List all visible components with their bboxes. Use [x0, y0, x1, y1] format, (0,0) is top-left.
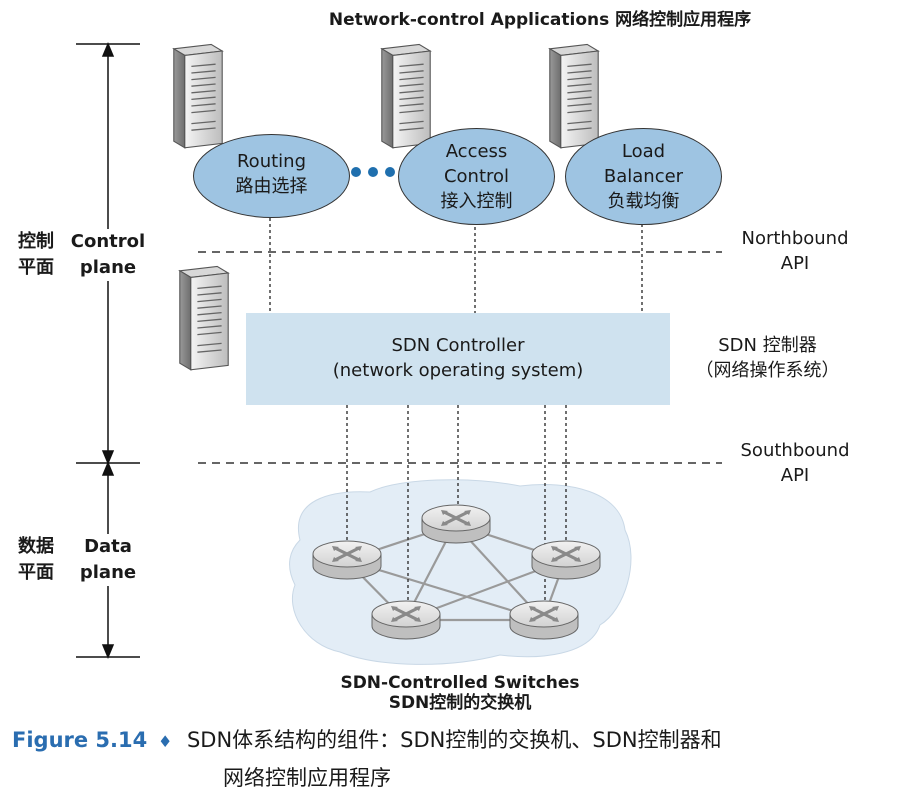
- app-routing-zh: 路由选择: [235, 176, 308, 197]
- app-load-balancer-zh: 负载均衡: [607, 191, 680, 212]
- figure-number: Figure 5.14: [12, 728, 148, 752]
- switch-left: [311, 539, 383, 581]
- switches-title-en: SDN-Controlled Switches: [340, 673, 580, 693]
- figure-caption-line2: 网络控制应用程序: [223, 766, 391, 790]
- figure-caption-line1: SDN体系结构的组件：SDN控制的交换机、SDN控制器和: [186, 728, 722, 752]
- data-plane-zh-1: 数据: [18, 536, 54, 557]
- figure-caption: Figure 5.14 ♦ SDN体系结构的组件：SDN控制的交换机、SDN控制…: [12, 722, 722, 796]
- switch-right: [530, 539, 602, 581]
- control-plane-en-1: Control: [70, 231, 146, 252]
- control-plane-en: Control plane: [70, 229, 146, 281]
- app-access-control-en-2: Control: [443, 166, 510, 187]
- northbound-api-label: Northbound API: [725, 226, 865, 276]
- switch-top: [420, 503, 492, 545]
- more-apps-dots: [351, 167, 395, 177]
- server-load-balancer: [549, 43, 599, 149]
- control-plane-zh-2: 平面: [18, 257, 54, 278]
- sdn-controller-box: [246, 313, 670, 405]
- app-access-control-zh: 接入控制: [440, 191, 513, 212]
- applications-title-zh: 网络控制应用程序: [615, 10, 752, 30]
- applications-title-en: Network-control Applications: [328, 10, 610, 30]
- app-load-balancer-en-1: Load: [621, 141, 666, 162]
- sdn-controller-side-line1: SDN 控制器: [718, 335, 817, 356]
- sdn-controller-side-label: SDN 控制器 （网络操作系统）: [680, 333, 855, 383]
- control-plane-zh: 控制 平面: [18, 229, 54, 281]
- northbound-api-text: API: [780, 253, 810, 274]
- server-access-control: [381, 43, 431, 149]
- app-access-control-en-1: Access: [445, 141, 508, 162]
- app-routing-en: Routing: [236, 151, 306, 172]
- app-controller-connectors: [269, 212, 643, 313]
- app-routing-label: Routing 路由选择: [194, 149, 349, 199]
- southbound-api-label: Southbound API: [725, 438, 865, 488]
- southbound-api-text: API: [780, 465, 810, 486]
- sdn-controller-side-line2: （网络操作系统）: [695, 360, 840, 381]
- data-plane-en-2: plane: [79, 562, 137, 583]
- data-plane-en-1: Data: [84, 536, 132, 557]
- switches-title-zh: SDN控制的交换机: [388, 693, 532, 713]
- figure-bullet: ♦: [157, 732, 173, 751]
- control-plane-en-2: plane: [79, 257, 137, 278]
- app-access-control-label: Access Control 接入控制: [399, 139, 554, 214]
- server-controller: [179, 265, 229, 371]
- switches-title: SDN-Controlled Switches SDN控制的交换机: [300, 673, 620, 713]
- app-access-control: Access Control 接入控制: [398, 128, 555, 225]
- sdn-controller-subtitle: (network operating system): [332, 360, 584, 381]
- data-plane-zh-2: 平面: [18, 562, 54, 583]
- switch-bottom-right: [508, 599, 580, 641]
- sdn-controller-label: SDN Controller (network operating system…: [246, 333, 670, 383]
- northbound-text: Northbound: [741, 228, 849, 249]
- app-load-balancer-en-2: Balancer: [603, 166, 684, 187]
- control-plane-zh-1: 控制: [18, 231, 54, 252]
- controller-switch-connectors: [346, 405, 567, 620]
- app-load-balancer-label: Load Balancer 负载均衡: [566, 139, 721, 214]
- app-routing: Routing 路由选择: [193, 134, 350, 218]
- applications-title: Network-control Applications 网络控制应用程序: [0, 5, 900, 30]
- server-routing: [173, 43, 223, 149]
- sdn-controller-title: SDN Controller: [391, 335, 525, 356]
- southbound-text: Southbound: [740, 440, 850, 461]
- data-plane-zh: 数据 平面: [18, 534, 54, 586]
- switch-bottom-left: [370, 599, 442, 641]
- data-plane-en: Data plane: [74, 534, 142, 586]
- app-load-balancer: Load Balancer 负载均衡: [565, 128, 722, 225]
